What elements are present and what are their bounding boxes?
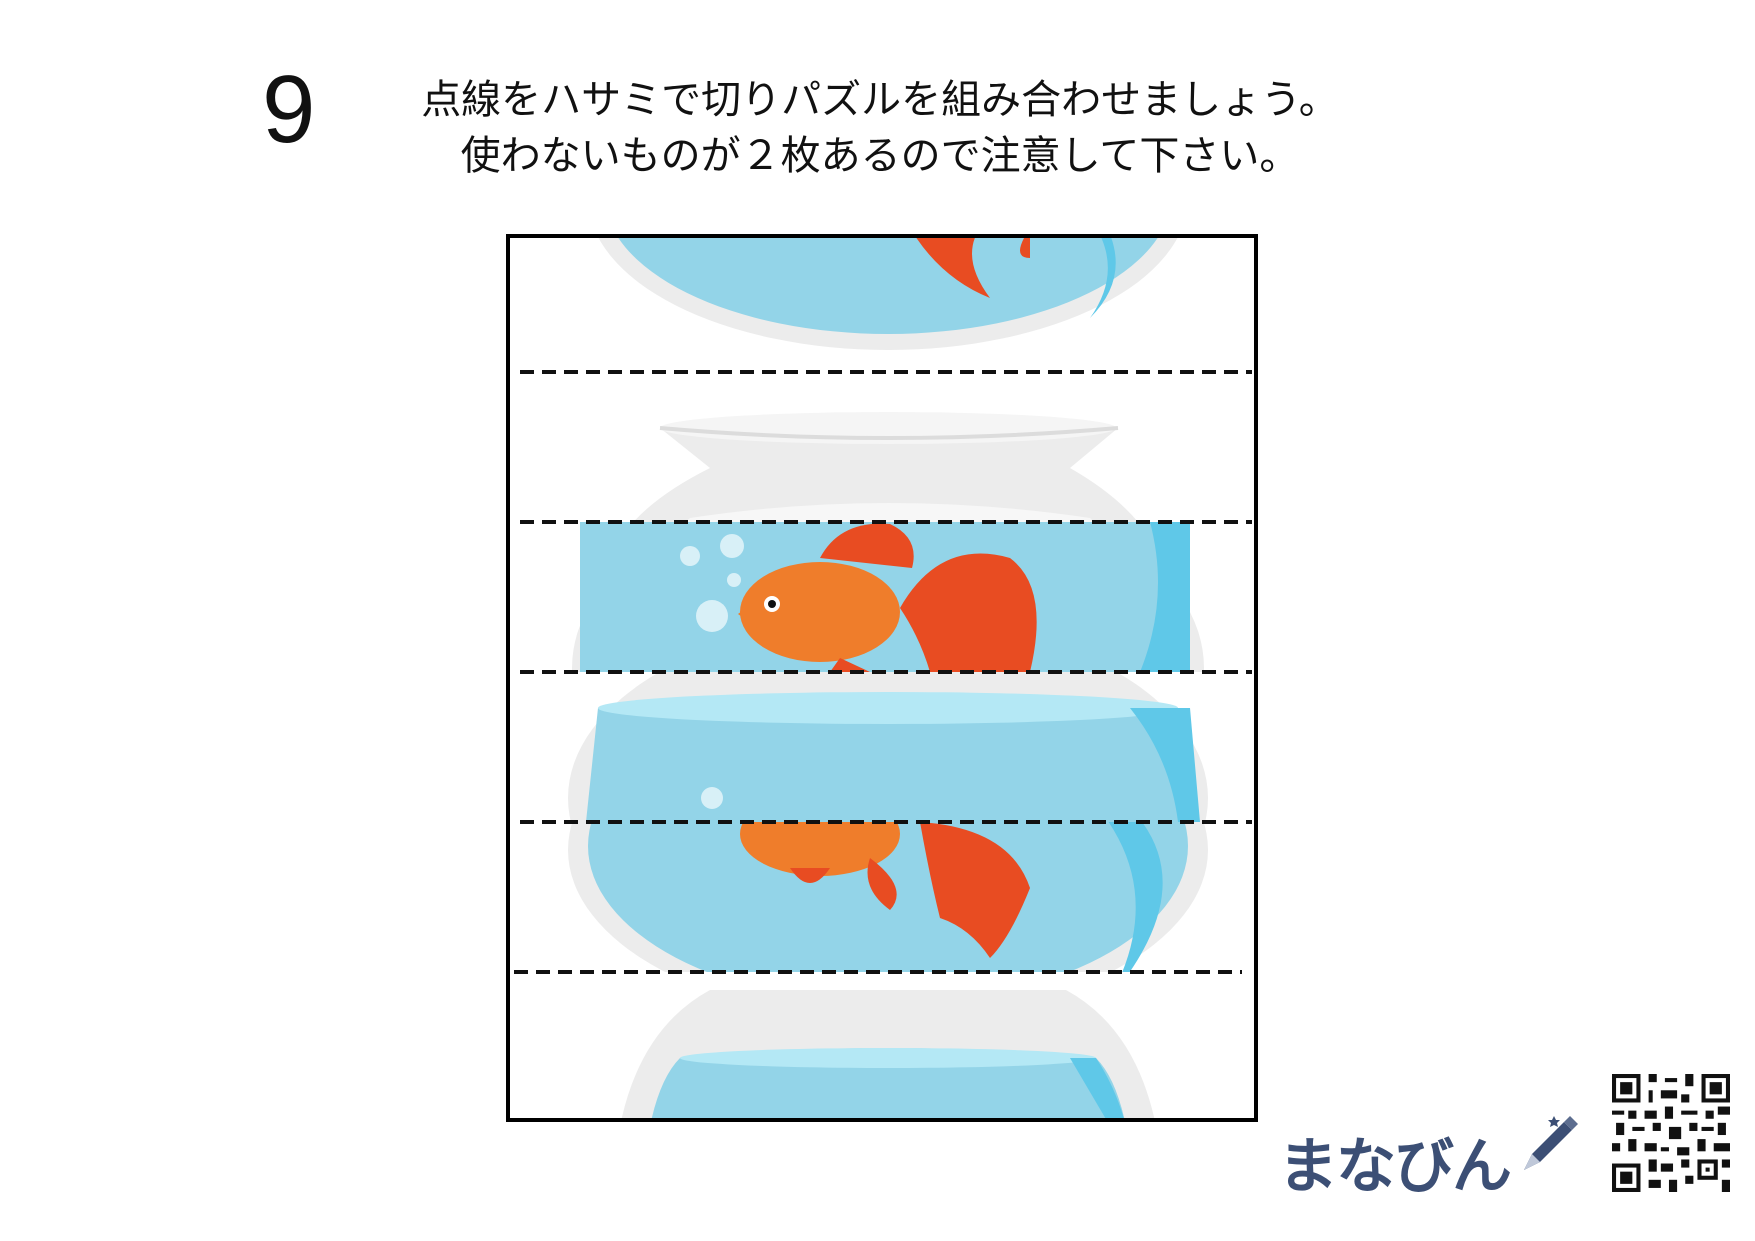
- qr-code-icon: [1612, 1074, 1730, 1192]
- puzzle-strip-6: [621, 990, 1155, 1118]
- pencil-icon: [1524, 1116, 1578, 1170]
- puzzle-illustration: [514, 238, 1252, 1118]
- instruction-line-1: 点線をハサミで切りパズルを組み合わせましょう。: [421, 77, 1339, 123]
- page-number: 9: [262, 56, 316, 163]
- instructions: 点線をハサミで切りパズルを組み合わせましょう。 使わないものが２枚あるので注意し…: [360, 72, 1400, 184]
- puzzle-strip-4: [568, 672, 1208, 822]
- brand-logo: まなびん: [1278, 1132, 1512, 1202]
- puzzle-strip-5: [568, 822, 1208, 972]
- puzzle-strip-3: [572, 522, 1204, 672]
- puzzle-strip-1: [598, 238, 1178, 350]
- cut-lines: [514, 370, 1252, 974]
- instruction-line-2: 使わないものが２枚あるので注意して下さい。: [460, 133, 1300, 179]
- puzzle-frame: [506, 234, 1258, 1122]
- puzzle-strip-2: [633, 412, 1138, 522]
